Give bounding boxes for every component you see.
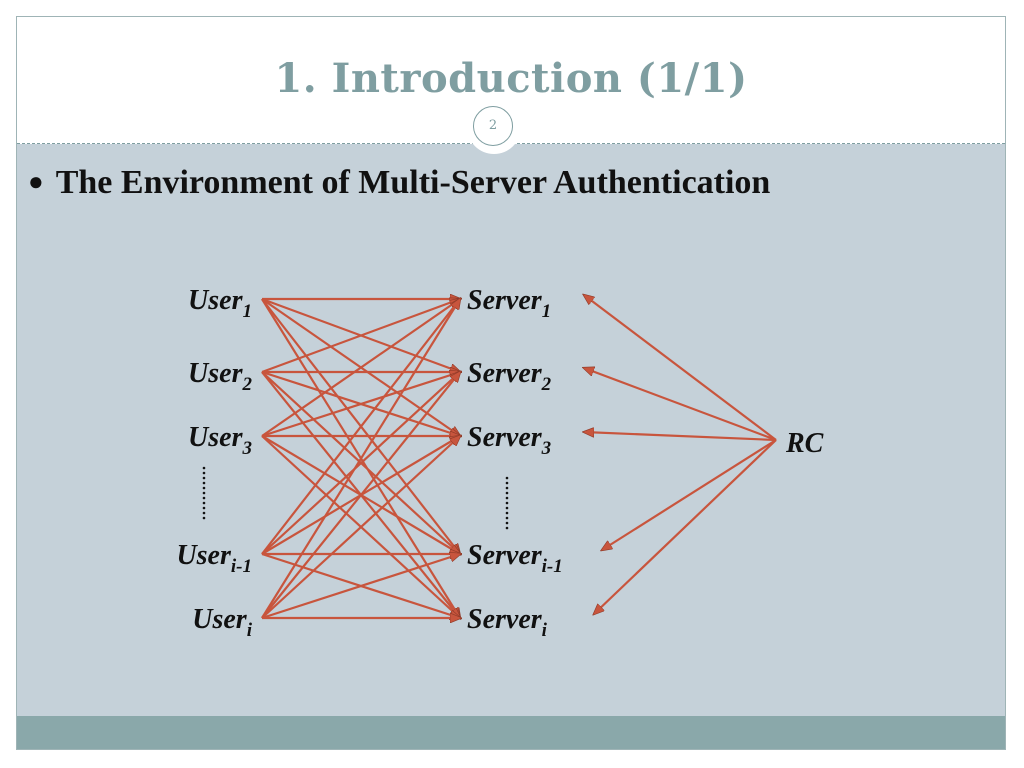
page-number-badge: 2 bbox=[468, 101, 520, 153]
slide-title: 1. Introduction (1/1) bbox=[274, 55, 748, 102]
footer-bar bbox=[17, 716, 1005, 749]
page-number: 2 bbox=[473, 106, 513, 146]
content-area bbox=[17, 144, 1005, 716]
bullet-icon: ● bbox=[28, 167, 44, 197]
bullet-item: ● The Environment of Multi-Server Authent… bbox=[28, 164, 770, 202]
bullet-text: The Environment of Multi-Server Authenti… bbox=[55, 164, 771, 201]
